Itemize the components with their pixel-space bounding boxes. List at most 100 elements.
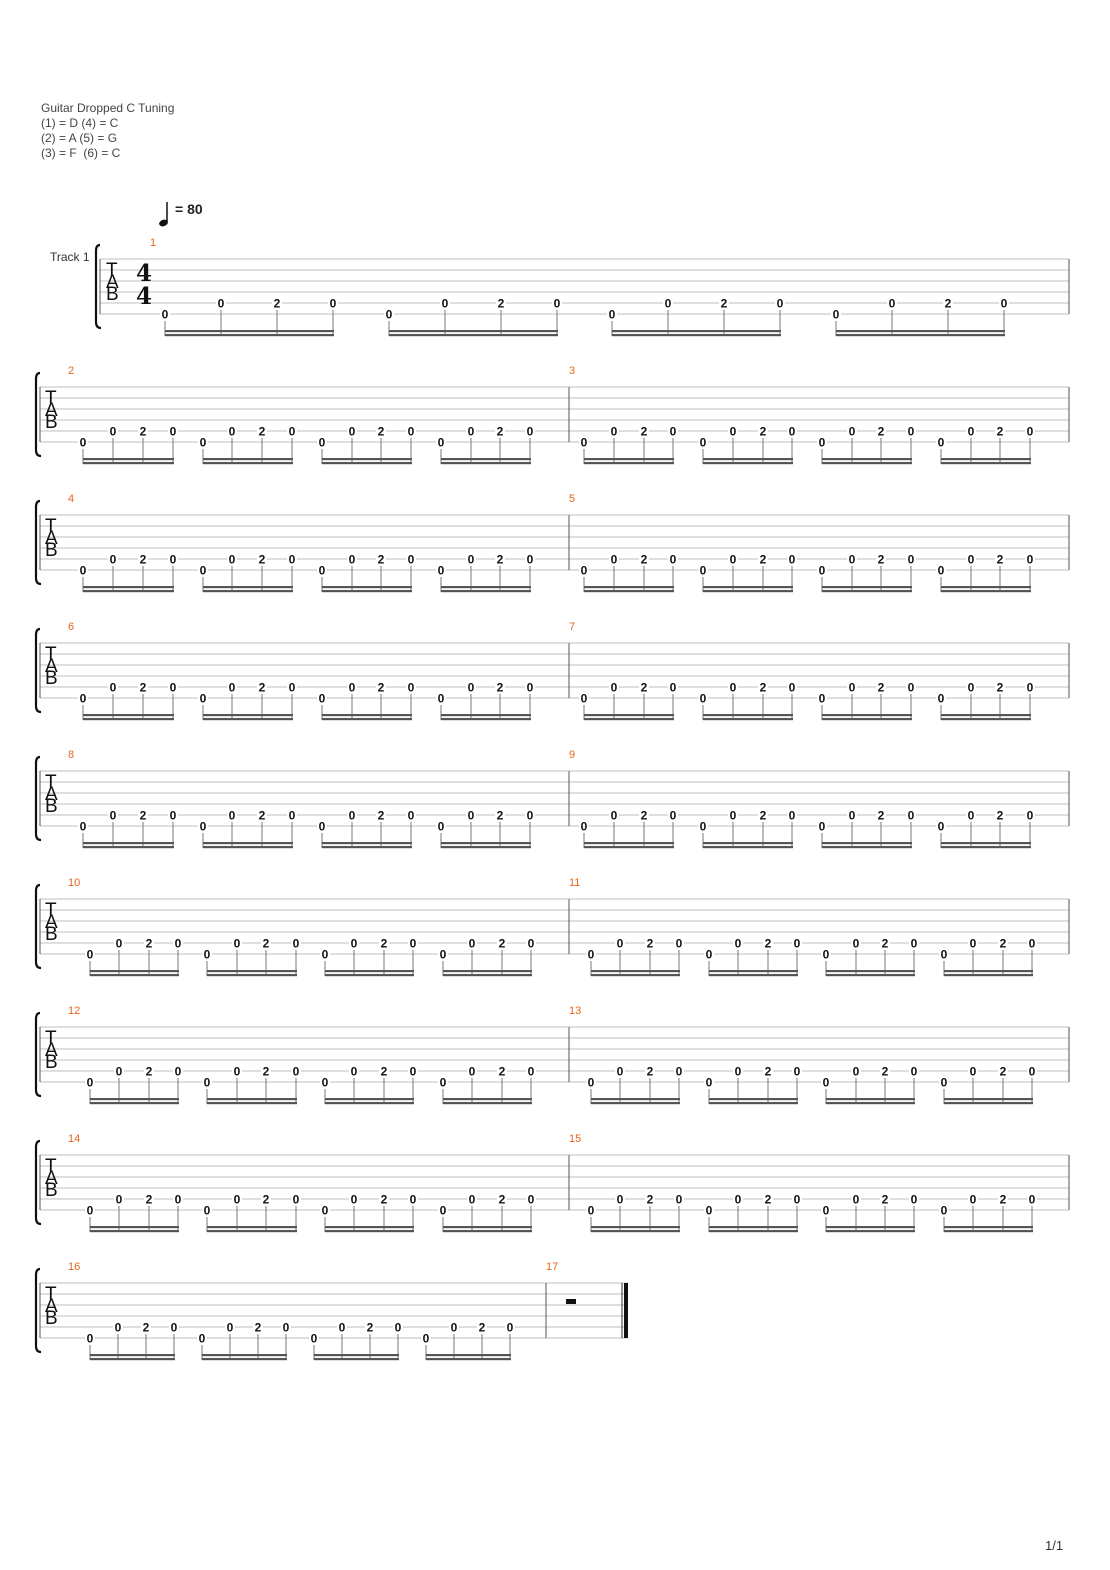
fret-number: 2 — [647, 937, 654, 951]
fret-background — [909, 1193, 919, 1205]
fret-background — [168, 681, 178, 693]
fret-number: 2 — [381, 1065, 388, 1079]
fret-background — [466, 425, 476, 437]
beam-eighth — [83, 462, 174, 465]
beam-sixteenth — [822, 458, 912, 461]
fret-number: 0 — [938, 436, 945, 450]
fret-number: 0 — [665, 297, 672, 311]
fret-background — [645, 1065, 655, 1077]
beam-eighth — [826, 1102, 915, 1105]
fret-background — [198, 436, 208, 448]
fret-background — [114, 1193, 124, 1205]
beam-eighth — [944, 1102, 1033, 1105]
fret-number: 0 — [789, 809, 796, 823]
fret-number: 2 — [259, 809, 266, 823]
beam-eighth — [90, 1230, 179, 1233]
beam-eighth — [207, 1102, 297, 1105]
beam-eighth — [441, 462, 531, 465]
beam-sixteenth — [325, 1098, 414, 1101]
fret-background — [719, 297, 729, 309]
beam-eighth — [203, 590, 293, 593]
fret-background — [936, 692, 946, 704]
fret-number: 0 — [970, 1193, 977, 1207]
beam-sixteenth — [441, 714, 531, 717]
fret-number: 0 — [1029, 1193, 1036, 1207]
fret-background — [906, 425, 916, 437]
fret-background — [579, 820, 589, 832]
fret-number: 0 — [468, 425, 475, 439]
fret-background — [526, 1193, 536, 1205]
fret-number: 0 — [349, 681, 356, 695]
fret-background — [998, 937, 1008, 949]
fret-background — [198, 564, 208, 576]
fret-background — [467, 937, 477, 949]
fret-background — [496, 297, 506, 309]
fret-number: 0 — [339, 1321, 346, 1335]
fret-number: 0 — [823, 948, 830, 962]
fret-number: 0 — [908, 553, 915, 567]
fret-background — [376, 553, 386, 565]
beam-eighth — [822, 718, 912, 721]
fret-background — [999, 297, 1009, 309]
tab-clef-letter: T — [45, 644, 57, 665]
fret-background — [668, 681, 678, 693]
fret-background — [138, 809, 148, 821]
fret-number: 2 — [259, 681, 266, 695]
fret-number: 2 — [641, 553, 648, 567]
measure-number: 3 — [569, 365, 575, 377]
fret-background — [495, 809, 505, 821]
fret-background — [287, 681, 297, 693]
fret-background — [138, 681, 148, 693]
fret-background — [365, 1321, 375, 1333]
fret-background — [876, 809, 886, 821]
beam-sixteenth — [322, 458, 412, 461]
beam-eighth — [325, 1102, 414, 1105]
fret-number: 0 — [588, 1076, 595, 1090]
fret-number: 2 — [381, 1193, 388, 1207]
fret-number: 2 — [140, 809, 147, 823]
fret-number: 2 — [882, 1193, 889, 1207]
fret-number: 2 — [140, 681, 147, 695]
beam-sixteenth — [709, 1098, 798, 1101]
beam-eighth — [944, 1230, 1033, 1233]
fret-number: 0 — [849, 425, 856, 439]
fret-background — [525, 553, 535, 565]
fret-background — [449, 1321, 459, 1333]
fret-number: 0 — [1027, 681, 1034, 695]
fret-number: 0 — [941, 948, 948, 962]
beam-sixteenth — [836, 330, 1005, 333]
fret-background — [639, 553, 649, 565]
fret-number: 0 — [1027, 425, 1034, 439]
tempo-marking: = 80 — [175, 201, 203, 217]
fret-background — [525, 809, 535, 821]
fret-background — [880, 1193, 890, 1205]
fret-number: 0 — [911, 937, 918, 951]
fret-number: 0 — [408, 681, 415, 695]
beam-sixteenth — [202, 1354, 287, 1357]
fret-background — [966, 425, 976, 437]
fret-background — [320, 1204, 330, 1216]
fret-background — [466, 809, 476, 821]
fret-background — [202, 948, 212, 960]
fret-number: 0 — [968, 425, 975, 439]
fret-background — [114, 1065, 124, 1077]
beam-eighth — [941, 590, 1031, 593]
fret-number: 2 — [378, 681, 385, 695]
beam-sixteenth — [83, 586, 174, 589]
fret-background — [525, 425, 535, 437]
fret-background — [272, 297, 282, 309]
fret-number: 0 — [162, 308, 169, 322]
fret-number: 0 — [229, 681, 236, 695]
fret-background — [379, 1065, 389, 1077]
fret-number: 2 — [263, 1193, 270, 1207]
beam-eighth — [709, 974, 798, 977]
fret-number: 0 — [1029, 1065, 1036, 1079]
beam-eighth — [836, 334, 1005, 337]
fret-background — [78, 436, 88, 448]
fret-background — [257, 809, 267, 821]
fret-background — [317, 436, 327, 448]
fret-background — [1027, 937, 1037, 949]
beam-sixteenth — [165, 330, 334, 333]
fret-background — [141, 1321, 151, 1333]
beam-sixteenth — [443, 970, 532, 973]
